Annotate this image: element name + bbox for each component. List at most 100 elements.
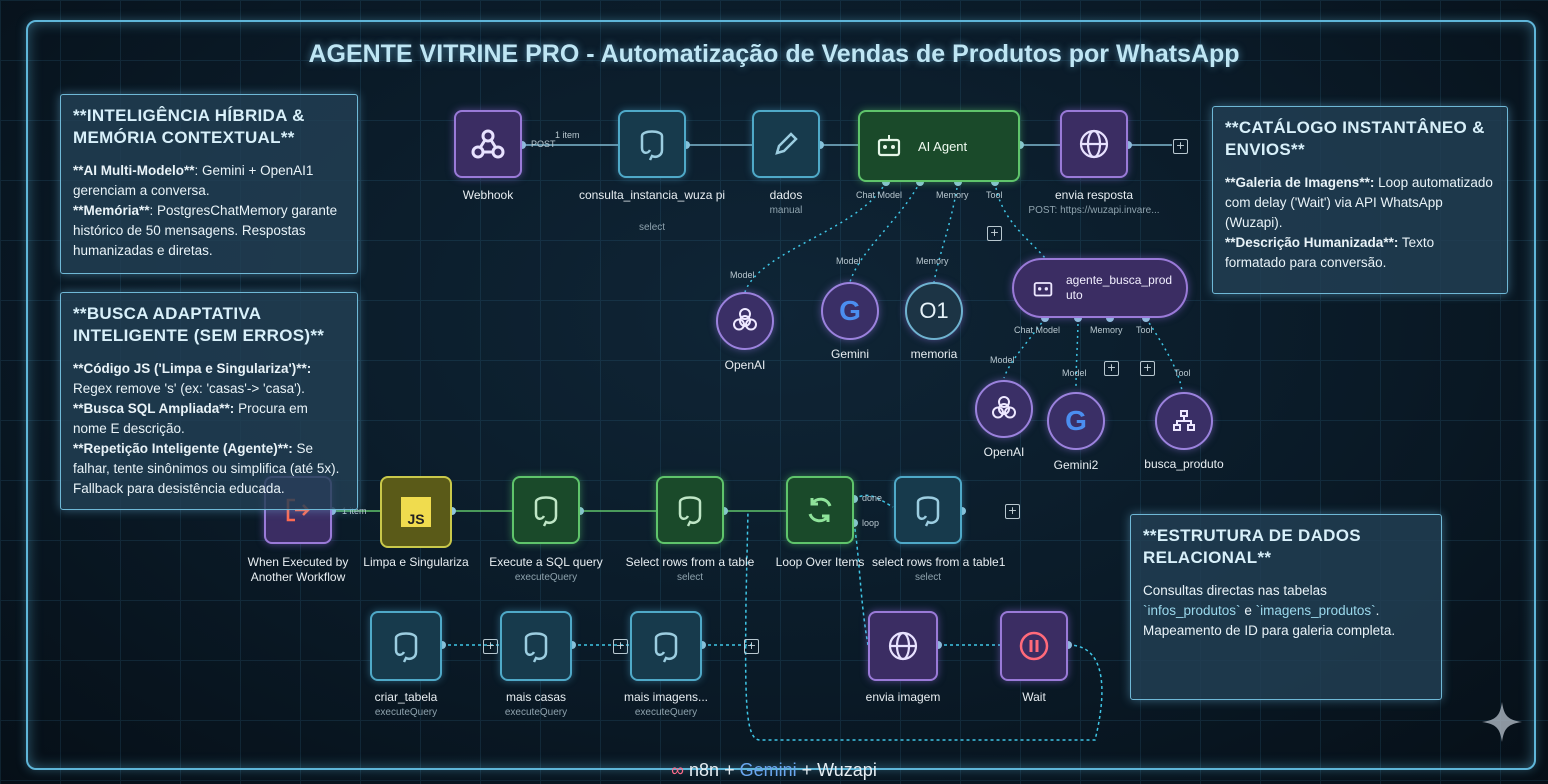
postgres-icon	[916, 496, 940, 527]
webhook-icon	[471, 129, 505, 159]
postgres-node-execute-sql[interactable]	[512, 476, 580, 544]
add-node-button[interactable]: +	[483, 639, 498, 654]
panel-span: Consultas directas nas tabelas	[1143, 583, 1327, 598]
node-label: memoria	[910, 347, 958, 361]
ai-agent-node[interactable]: AI Agent	[858, 110, 1020, 182]
edge-label-chat-model: Chat Model	[856, 190, 903, 200]
panel-span: Se falhar, tente sinônimos ou simplifica…	[73, 441, 340, 496]
edge-label-loop: loop	[862, 518, 880, 528]
gemini-model-node[interactable]: G	[821, 282, 879, 340]
edge-label-chat-model: Chat Model	[1014, 325, 1061, 335]
info-panel-search: **BUSCA ADAPTATIVA INTELIGENTE (SEM ERRO…	[60, 292, 358, 510]
memory-node[interactable]: O1	[905, 282, 963, 340]
panel-heading: **CATÁLOGO INSTANTÂNEO & ENVIOS**	[1225, 118, 1485, 159]
edge-label-memory: Memory	[1090, 325, 1123, 335]
node-label: mais imagens...	[623, 690, 709, 704]
node-sublabel: POST: https://wuzapi.invare...	[1028, 205, 1160, 216]
panel-span: Loop automatizado com delay ('Wait') via…	[1225, 175, 1493, 230]
panel-span: e	[1240, 603, 1256, 618]
node-title: agente_busca_prod uto	[1066, 273, 1173, 302]
node-label: OpenAI	[724, 358, 766, 372]
panel-span: Procura em nome E descrição.	[73, 401, 308, 436]
node-label: dados	[769, 188, 803, 202]
panel-span: : Gemini + OpenAI1 gerenciam a conversa.	[73, 163, 314, 198]
webhook-node[interactable]	[454, 110, 522, 178]
panel-text: **Galeria de Imagens**: Loop automatizad…	[1225, 173, 1495, 273]
footer-plus: +	[796, 760, 818, 780]
sitemap-icon	[1173, 410, 1195, 431]
postgres-icon	[524, 632, 548, 663]
set-node-dados[interactable]	[752, 110, 820, 178]
node-sublabel: executeQuery	[504, 707, 568, 718]
edge-label-model: Model	[730, 270, 755, 280]
node-label: Select rows from a table	[625, 555, 755, 569]
postgres-node-consulta[interactable]	[618, 110, 686, 178]
footer-wuzapi: Wuzapi	[817, 760, 877, 780]
node-label: busca_produto	[1144, 457, 1224, 471]
frame-border	[26, 20, 1536, 770]
postgres-node-select-rows1[interactable]	[894, 476, 962, 544]
wait-node[interactable]	[1000, 611, 1068, 681]
add-node-button[interactable]: +	[1005, 504, 1020, 519]
openai-icon	[992, 396, 1016, 419]
http-node-envia-imagem[interactable]	[868, 611, 938, 681]
node-sublabel: select	[914, 572, 942, 583]
panel-text: **AI Multi-Modelo**: Gemini + OpenAI1 ge…	[73, 161, 345, 261]
panel-span: : PostgresChatMemory garante histórico d…	[73, 203, 338, 258]
panel-code: `imagens_produtos`	[1255, 603, 1376, 618]
node-label: envia resposta	[1054, 188, 1134, 202]
node-label: Gemini	[830, 347, 869, 361]
postgres-node-criar-tabela[interactable]	[370, 611, 442, 681]
openai-model-node[interactable]	[975, 380, 1033, 438]
tool-node-busca-produto[interactable]	[1155, 392, 1213, 450]
add-tool-button[interactable]: +	[987, 226, 1002, 241]
add-tool-button[interactable]: +	[1140, 361, 1155, 376]
node-sublabel: select	[676, 572, 704, 583]
edge-label-tool: Tool	[986, 190, 1003, 200]
postgres-node-mais-imagens[interactable]	[630, 611, 702, 681]
node-sublabel: executeQuery	[514, 572, 578, 583]
add-node-button[interactable]: +	[744, 639, 759, 654]
http-node-envia-resposta[interactable]	[1060, 110, 1128, 178]
footer-plus: +	[719, 760, 740, 780]
add-memory-button[interactable]: +	[1104, 361, 1119, 376]
postgres-icon	[534, 496, 558, 527]
node-label: Execute a SQL query	[489, 555, 603, 569]
node-sublabel: select	[638, 222, 666, 233]
postgres-node-mais-casas[interactable]	[500, 611, 572, 681]
openai-model-node[interactable]	[716, 292, 774, 350]
node-label: consulta_instancia_wuza pi	[578, 188, 726, 202]
sparkle-icon	[1482, 702, 1522, 742]
node-label: envia imagem	[865, 690, 941, 704]
info-panel-catalog: **CATÁLOGO INSTANTÂNEO & ENVIOS** **Gale…	[1212, 106, 1508, 294]
code-node-limpa[interactable]: JS	[380, 476, 452, 548]
edge-label-item: 1 item	[342, 506, 367, 516]
node-label: Wait	[1022, 690, 1046, 704]
gemini-model-node[interactable]: G	[1047, 392, 1105, 450]
postgres-node-select-rows[interactable]	[656, 476, 724, 544]
panel-span: Regex remove 's' (ex: 'casas'-> 'casa').	[73, 381, 305, 396]
node-label: OpenAI	[983, 445, 1025, 459]
add-node-button[interactable]: +	[1173, 139, 1188, 154]
panel-span: . Mapeamento de ID para galeria completa…	[1143, 603, 1396, 638]
panel-text: **Código JS ('Limpa e Singulariza')**: R…	[73, 359, 345, 499]
node-sublabel: executeQuery	[634, 707, 698, 718]
edge-label-model: Model	[990, 355, 1015, 365]
google-icon: G	[1065, 405, 1087, 436]
info-panel-data: **ESTRUTURA DE DADOS RELACIONAL** Consul…	[1130, 514, 1442, 700]
node-sublabel: manual	[769, 205, 803, 216]
node-label: criar_tabela	[374, 690, 438, 704]
robot-icon	[877, 135, 901, 157]
memory-icon: O1	[919, 298, 949, 323]
edge-label-tool: Tool	[1174, 368, 1191, 378]
postgres-icon	[654, 632, 678, 663]
node-label: Gemini2	[1053, 458, 1099, 472]
panel-span: Texto formatado para conversão.	[1225, 235, 1435, 270]
edge-label-item: 1 item	[555, 130, 580, 140]
agent-tool-node-busca[interactable]: agente_busca_prod uto	[1012, 258, 1188, 318]
pause-icon	[1019, 631, 1049, 661]
panel-heading: **ESTRUTURA DE DADOS RELACIONAL**	[1143, 526, 1361, 567]
node-title: AI Agent	[918, 138, 968, 154]
add-node-button[interactable]: +	[613, 639, 628, 654]
loop-node[interactable]	[786, 476, 854, 544]
